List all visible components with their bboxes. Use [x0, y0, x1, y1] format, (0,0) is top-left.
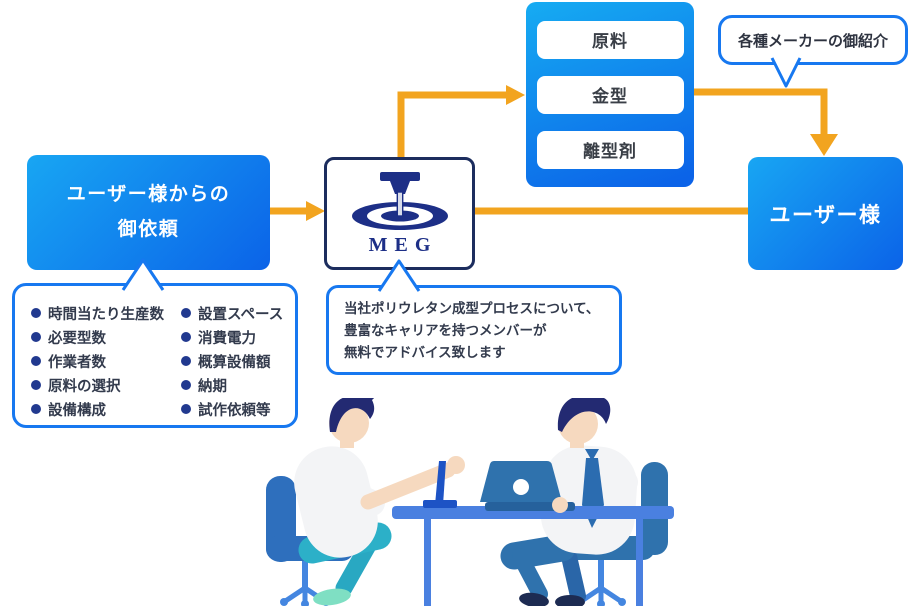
maker-bubble-text: 各種メーカーの御紹介 — [737, 32, 888, 50]
maker-bubble: 各種メーカーの御紹介 — [718, 15, 908, 65]
bullet-icon — [181, 356, 191, 366]
advice-line: 当社ポリウレタン成型プロセスについて、 — [344, 301, 600, 316]
request-details-right-column: 設置スペース消費電力概算設備額納期試作依頼等 — [181, 301, 285, 425]
bullet-label: 原料の選択 — [48, 378, 121, 395]
bullet-icon — [31, 404, 41, 414]
request-detail-item: 必要型数 — [31, 325, 181, 349]
arrow-request-to-meg — [266, 201, 325, 221]
bullet-icon — [181, 380, 191, 390]
bullet-icon — [181, 332, 191, 342]
request-detail-item: 原料の選択 — [31, 373, 181, 397]
request-detail-item: 概算設備額 — [181, 349, 285, 373]
advice-bubble: 当社ポリウレタン成型プロセスについて、豊富なキャリアを持つメンバーが無料でアドバ… — [326, 285, 622, 375]
request-details-tail — [121, 258, 165, 291]
request-detail-item: 試作依頼等 — [181, 397, 285, 421]
request-detail-item: 設備構成 — [31, 397, 181, 421]
maker-bubble-tail — [770, 57, 802, 88]
bullet-icon — [181, 308, 191, 318]
request-detail-item: 作業者数 — [31, 349, 181, 373]
user-box-label: ユーザー様 — [769, 203, 882, 227]
request-details-box: 時間当たり生産数必要型数作業者数原料の選択設備構成 設置スペース消費電力概算設備… — [12, 283, 298, 428]
request-box: ユーザー様からの 御依頼 — [27, 155, 270, 270]
bullet-label: 時間当たり生産数 — [48, 306, 164, 323]
bullet-label: 必要型数 — [48, 330, 106, 347]
supplier-chip: 原料 — [536, 20, 684, 59]
request-detail-item: 時間当たり生産数 — [31, 301, 181, 325]
bullet-icon — [181, 404, 191, 414]
meeting-illustration — [266, 398, 674, 606]
bullet-label: 消費電力 — [198, 330, 256, 347]
supplier-chip: 金型 — [536, 75, 684, 114]
meg-box: MEG — [324, 157, 475, 270]
request-detail-item: 設置スペース — [181, 301, 285, 325]
request-detail-item: 納期 — [181, 373, 285, 397]
bullet-label: 納期 — [198, 378, 227, 395]
request-box-line2: 御依頼 — [117, 218, 180, 240]
bullet-icon — [31, 356, 41, 366]
advice-bubble-tail — [377, 259, 421, 292]
right-person-hand — [552, 497, 568, 513]
advice-line: 無料でアドバイス致します — [344, 345, 506, 360]
desk-illustration — [392, 506, 674, 606]
bullet-icon — [31, 308, 41, 318]
meg-logo-icon — [351, 171, 448, 230]
advice-line: 豊富なキャリアを持つメンバーが — [344, 323, 547, 338]
bullet-label: 設置スペース — [198, 306, 284, 323]
bullet-label: 概算設備額 — [198, 354, 271, 371]
bullet-icon — [31, 332, 41, 342]
request-detail-item: 消費電力 — [181, 325, 285, 349]
request-details-left-column: 時間当たり生産数必要型数作業者数原料の選択設備構成 — [31, 301, 181, 425]
right-person-illustration — [500, 398, 638, 606]
user-box: ユーザー様 — [748, 157, 903, 270]
bullet-label: 作業者数 — [48, 354, 106, 371]
suppliers-box: 原料金型離型剤 — [526, 2, 694, 187]
bullet-icon — [31, 380, 41, 390]
left-person-illustration — [294, 398, 465, 606]
bullet-label: 設備構成 — [48, 402, 106, 419]
request-box-line1: ユーザー様からの — [66, 184, 231, 206]
supplier-chip: 離型剤 — [536, 130, 684, 169]
arrow-suppliers-to-user — [693, 88, 838, 156]
laptop-small-icon — [423, 461, 457, 508]
bullet-label: 試作依頼等 — [198, 402, 271, 419]
arrow-meg-to-suppliers — [397, 85, 525, 160]
meg-logo-label: MEG — [368, 233, 438, 256]
